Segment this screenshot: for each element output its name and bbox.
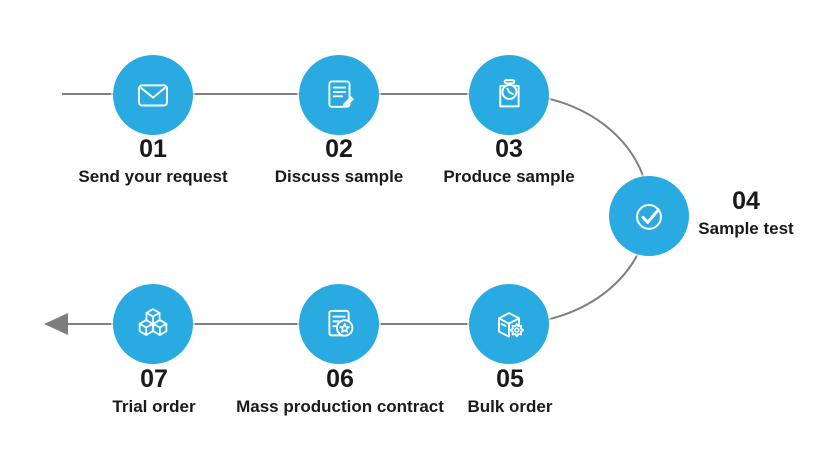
step-1-caption: 01 Send your request xyxy=(23,135,283,187)
step-label: Produce sample xyxy=(443,166,575,186)
step-2-circle xyxy=(299,55,379,135)
step-3-caption: 03 Produce sample xyxy=(379,135,639,187)
step-number: 06 xyxy=(326,365,354,393)
step-5-circle xyxy=(469,284,549,364)
step-number: 05 xyxy=(496,365,524,393)
step-label: Mass production contract xyxy=(236,396,444,416)
step-7-circle xyxy=(113,284,193,364)
step-number: 02 xyxy=(325,135,353,163)
step-number: 03 xyxy=(495,135,523,163)
step-6-caption: 06 Mass production contract xyxy=(210,365,470,417)
box-gear-icon xyxy=(497,312,525,338)
step-label: Sample test xyxy=(698,218,794,238)
cubes-icon xyxy=(138,308,168,336)
step-3-circle xyxy=(469,55,549,135)
step-5-caption: 05 Bulk order xyxy=(380,365,640,417)
step-4-caption: 04 Sample test xyxy=(661,187,820,239)
step-7-caption: 07 Trial order xyxy=(24,365,284,417)
envelope-icon xyxy=(138,84,168,107)
step-number: 07 xyxy=(140,365,168,393)
step-label: Discuss sample xyxy=(274,166,404,186)
step-number: 04 xyxy=(732,187,760,215)
step-4-circle xyxy=(609,176,689,256)
step-label: Send your request xyxy=(78,166,228,186)
step-number: 01 xyxy=(139,135,167,163)
stopwatch-icon xyxy=(499,79,520,108)
arrow-left-icon xyxy=(44,313,68,335)
step-6-circle xyxy=(299,284,379,364)
contract-star-icon xyxy=(328,309,354,337)
document-pencil-icon xyxy=(328,80,355,108)
step-label: Trial order xyxy=(112,396,196,416)
step-1-circle xyxy=(113,55,193,135)
step-2-caption: 02 Discuss sample xyxy=(209,135,469,187)
step-label: Bulk order xyxy=(467,396,553,416)
check-circle-icon xyxy=(636,203,662,230)
